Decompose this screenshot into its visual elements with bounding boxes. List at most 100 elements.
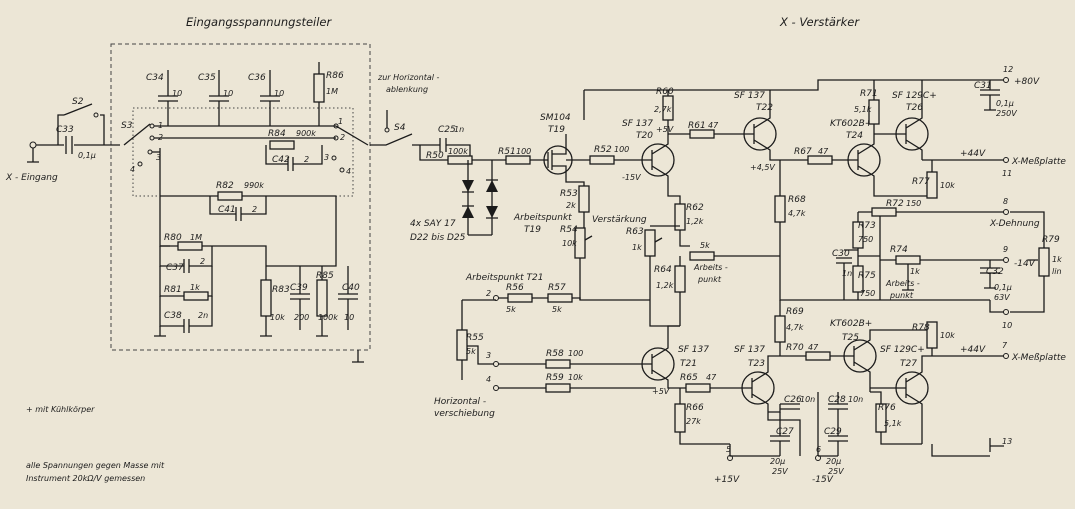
c29-symbol [828, 409, 848, 456]
diodes-label-1: 4x SAY 17 [410, 219, 456, 229]
c31-label: C31 [974, 81, 992, 91]
r59-value: 10k [568, 373, 583, 382]
r73-value: 750 [858, 235, 873, 244]
terminal-11 [1003, 157, 1009, 163]
terminal-8 [1003, 209, 1009, 215]
terminal-6-label: 6 [816, 445, 821, 454]
s4-pos-4: 4 [346, 167, 351, 176]
c40-value: 10 [344, 313, 354, 322]
r71-label: R71 [860, 89, 878, 99]
r66-label: R66 [686, 403, 704, 413]
r63-pot-value: 5k [700, 241, 710, 250]
s3-contact-2 [149, 135, 155, 141]
wire-divider-bus [152, 125, 336, 247]
c32-symbol [980, 260, 1000, 289]
ground-c38 [154, 326, 166, 337]
c28-label: C28 [828, 395, 846, 405]
divider-shield-box [110, 43, 371, 351]
wire-t20-emitter [667, 192, 681, 204]
r60-label: R60 [656, 87, 674, 97]
c42-value: 2 [304, 155, 309, 164]
t23-type: SF 137 [734, 345, 765, 355]
r72-body [871, 207, 897, 217]
point-2-label: 2 [486, 289, 491, 298]
diode-d24 [462, 206, 474, 218]
r54-label: R54 [560, 225, 578, 235]
rail-plus80: +80V [1014, 77, 1040, 87]
r69-value: 4,7k [786, 323, 804, 332]
note-measure-line2: Instrument 20kΩ/V gemessen [26, 474, 145, 483]
c25-label: C25 [438, 125, 456, 135]
r57-body [547, 293, 573, 303]
rail-plus44-bottom: +44V [960, 345, 986, 355]
r83-label: R83 [272, 285, 290, 295]
r86-body [313, 73, 325, 103]
c40-symbol [338, 280, 358, 330]
diode-bars [462, 179, 498, 219]
t22-leads [744, 90, 780, 161]
s3-wiper [123, 123, 151, 146]
rail-minus15: -15V [812, 475, 834, 485]
r50-value: 100k [448, 147, 468, 156]
t27-leads [870, 355, 1004, 444]
r75-body [852, 265, 864, 293]
arbeitspunkt-r63-1: Arbeits - [693, 263, 728, 272]
r66-body [674, 403, 686, 433]
terminal-6 [815, 455, 821, 461]
r74-value: 1k [910, 267, 920, 276]
c42-label: C42 [272, 155, 290, 165]
c39-symbol [290, 280, 310, 330]
r72-label: R72 [886, 199, 904, 209]
r81-body [183, 291, 209, 301]
t23-leads [740, 355, 780, 412]
note-measure-line1: alle Spannungen gegen Masse mit [26, 461, 165, 470]
r52-body [589, 155, 615, 165]
r62-value: 1,2k [686, 217, 704, 226]
s4-contact-2 [333, 135, 339, 141]
x-plate-bottom-label: X-Meßplatte [1011, 353, 1066, 363]
c31-symbol [980, 80, 1000, 111]
s3-pos-3: 3 [156, 153, 161, 162]
arbeitspunkt-t19-2: T19 [524, 225, 541, 235]
r77-body [926, 171, 938, 199]
c27-symbol [770, 412, 790, 456]
rail-plus15: +15V [714, 475, 740, 485]
c27-value2: 25V [772, 467, 788, 476]
c30-value: 1n [842, 269, 852, 278]
r79-value: 1k [1052, 255, 1062, 264]
wire-t19-source [565, 180, 585, 186]
c36-symbol [260, 80, 280, 126]
r58-body [545, 359, 571, 369]
r55-label: R55 [466, 333, 484, 343]
r57-label: R57 [548, 283, 566, 293]
r70-label: R70 [786, 343, 804, 353]
r69-label: R69 [786, 307, 804, 317]
c32-value1: 0,1μ [994, 283, 1012, 292]
r65-body [685, 383, 711, 393]
t22-plus45: +4,5V [750, 163, 775, 172]
c35-value: 10 [223, 89, 233, 98]
divider-top-wire [167, 70, 271, 80]
terminal-5 [727, 455, 733, 461]
diodes-label-2: D22 bis D25 [410, 233, 466, 243]
t24-leads [848, 100, 875, 192]
r66-wire [679, 388, 730, 445]
t20-type: SF 137 [622, 119, 653, 129]
r82-body [217, 191, 243, 201]
s4-contact-4 [339, 167, 345, 173]
point-3 [493, 361, 499, 367]
r84-value: 900k [296, 129, 316, 138]
r69-wire [779, 300, 844, 357]
point-4-label: 4 [486, 375, 491, 384]
arbeitspunkt-r74-2: punkt [889, 291, 914, 300]
s4-horizontal-contact [384, 127, 390, 133]
r65-label: R65 [680, 373, 698, 383]
c29-value1: 20μ [826, 457, 841, 466]
c30-symbol [836, 249, 858, 300]
terminal-7-label: 7 [1002, 341, 1008, 350]
s3-pos-4: 4 [130, 165, 135, 174]
horizontal-shift-1: Horizontal - [434, 397, 486, 407]
t21-plus5: +5V [652, 387, 670, 396]
r70-body [805, 351, 831, 361]
t27-type: SF 129C+ [880, 345, 925, 355]
